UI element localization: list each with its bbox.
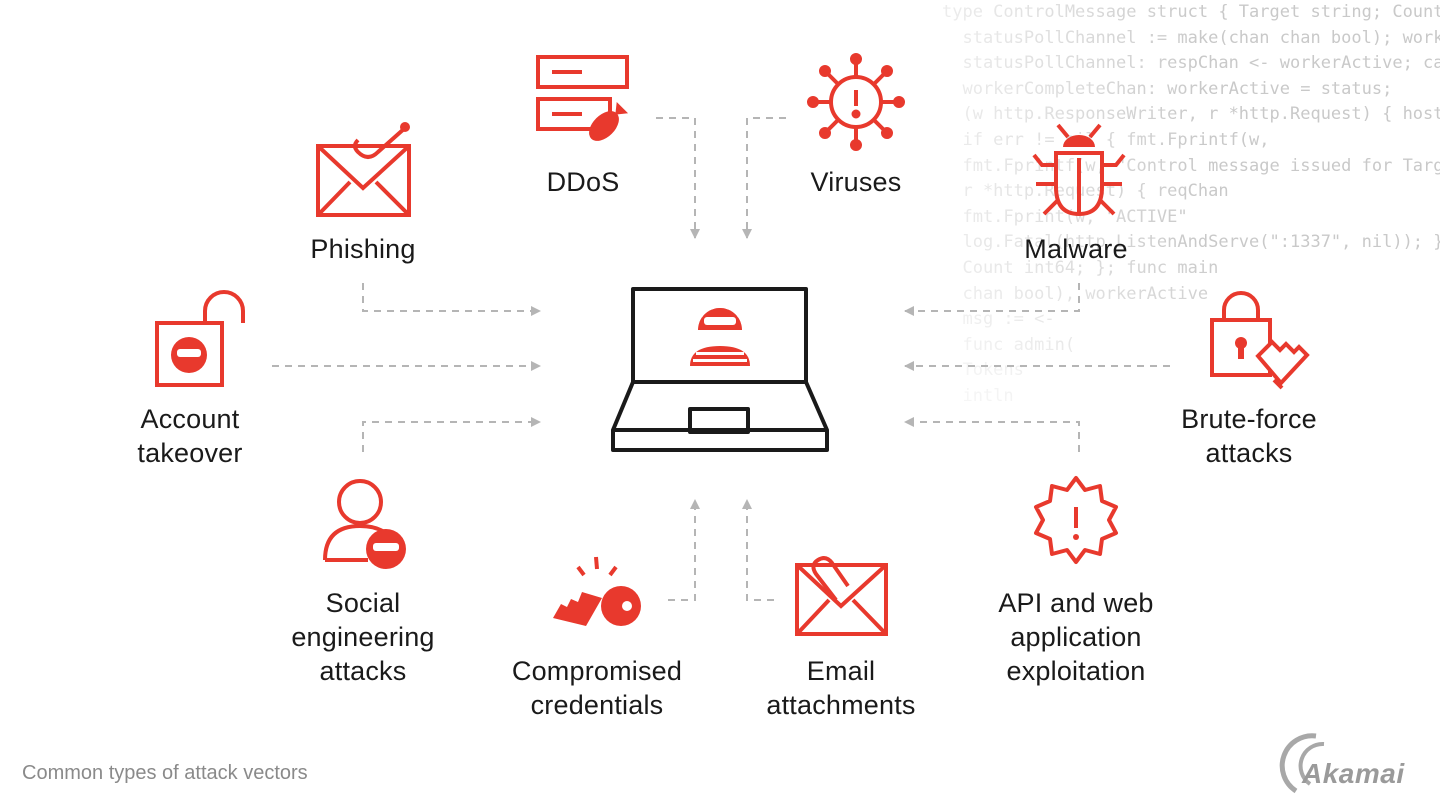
label-line: Phishing	[310, 234, 416, 264]
unlocked-padlock-hacker-icon	[155, 290, 245, 387]
label-compromised-credentials: Compromised credentials	[512, 654, 682, 722]
arrow-viruses	[742, 117, 786, 239]
arrow-compromised-credentials	[668, 499, 700, 601]
label-line: Account	[140, 404, 240, 434]
caption: Common types of attack vectors	[22, 762, 308, 784]
arrow-social-engineering	[362, 417, 541, 452]
broken-key-icon	[553, 556, 641, 626]
label-line: attacks	[319, 656, 407, 686]
person-hacker-icon	[323, 479, 406, 569]
label-line: Brute-force	[1181, 404, 1317, 434]
alert-gear-icon	[1034, 476, 1118, 564]
bug-icon	[1032, 123, 1126, 217]
akamai-logo-text: Akamai	[1302, 758, 1405, 789]
label-email-attachments: Email attachments	[766, 654, 915, 722]
virus-icon	[807, 53, 905, 151]
label-social-engineering: Social engineering attacks	[291, 586, 434, 688]
akamai-logo-icon	[1279, 733, 1325, 794]
ddos-server-bomb-icon	[536, 55, 629, 141]
envelope-paperclip-icon	[795, 556, 888, 636]
laptop-with-hacker-icon	[611, 287, 829, 452]
label-line: Email	[806, 656, 876, 686]
arrow-api-exploitation	[904, 417, 1080, 452]
label-api-exploitation: API and web application exploitation	[998, 586, 1153, 688]
label-viruses: Viruses	[811, 165, 902, 199]
label-line: attachments	[766, 690, 916, 720]
label-line: API and web	[998, 588, 1154, 618]
label-line: attacks	[1205, 438, 1293, 468]
padlock-hand-icon	[1210, 291, 1310, 390]
arrow-ddos	[656, 117, 700, 239]
phishing-envelope-hook-icon	[316, 122, 411, 217]
connector-arrows	[272, 117, 1170, 601]
label-line: exploitation	[1006, 656, 1146, 686]
label-phishing: Phishing	[310, 232, 415, 266]
label-malware: Malware	[1024, 232, 1127, 266]
label-line: DDoS	[546, 167, 620, 197]
label-line: application	[1010, 622, 1142, 652]
arrow-email-attachments	[742, 499, 774, 601]
label-line: Viruses	[810, 167, 902, 197]
label-line: engineering	[291, 622, 435, 652]
arrow-phishing	[362, 283, 541, 316]
label-ddos: DDoS	[547, 165, 620, 199]
arrow-malware	[904, 283, 1080, 316]
label-line: Compromised	[511, 656, 683, 686]
label-line: Malware	[1024, 234, 1128, 264]
label-brute-force: Brute-force attacks	[1181, 402, 1317, 470]
label-line: Social	[325, 588, 401, 618]
label-line: credentials	[530, 690, 664, 720]
label-account-takeover: Account takeover	[137, 402, 242, 470]
label-line: takeover	[137, 438, 243, 468]
